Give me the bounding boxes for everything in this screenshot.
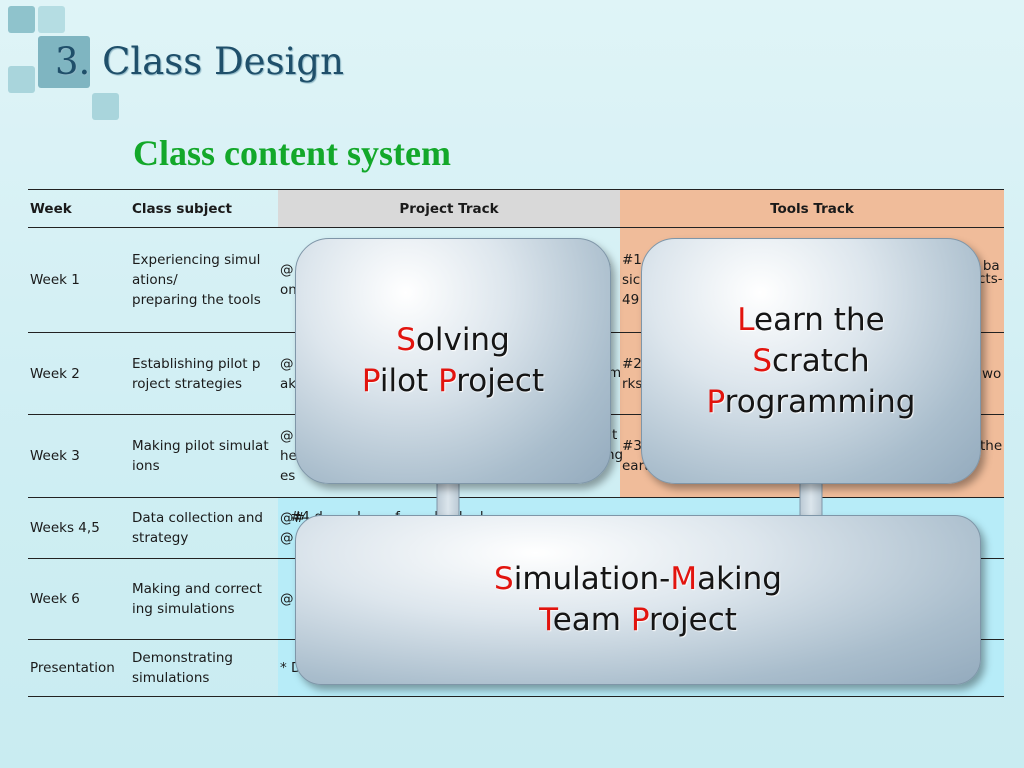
slide-title: 3. Class Design <box>55 40 344 83</box>
decor-square <box>38 6 65 33</box>
peek-text: the <box>980 438 1003 454</box>
week-cell: Presentation <box>28 639 130 697</box>
header-project-track: Project Track <box>278 189 620 228</box>
week-cell: Week 3 <box>28 414 130 498</box>
peek-text: t <box>612 427 618 443</box>
table-header-row: Week Class subject Project Track Tools T… <box>28 189 1004 228</box>
simulation-team-project-label: Simulation-Making Team Project <box>494 561 782 638</box>
header-tools-track: Tools Track <box>620 189 1004 228</box>
week-cell: Week 1 <box>28 227 130 333</box>
slide-subtitle: Class content system <box>133 133 451 173</box>
week-cell: Weeks 4,5 <box>28 497 130 559</box>
week-cell: Week 2 <box>28 332 130 415</box>
decor-square <box>8 66 35 93</box>
decor-square <box>8 6 35 33</box>
peek-text: wo <box>982 366 1002 382</box>
learn-scratch-programming-box: Learn the Scratch Programming <box>641 238 981 484</box>
solving-pilot-project-label: Solving Pilot Project <box>361 322 545 399</box>
decor-square <box>38 36 90 88</box>
decor-square <box>92 93 119 120</box>
simulation-team-project-box: Simulation-Making Team Project <box>295 515 981 685</box>
peek-text: m <box>608 365 622 381</box>
header-week: Week <box>28 189 130 228</box>
solving-pilot-project-box: Solving Pilot Project <box>295 238 611 484</box>
header-class-subject: Class subject <box>130 189 278 228</box>
week-cell: Week 6 <box>28 558 130 640</box>
peek-text: cts- <box>978 271 1003 287</box>
learn-scratch-programming-label: Learn the Scratch Programming <box>706 301 916 420</box>
